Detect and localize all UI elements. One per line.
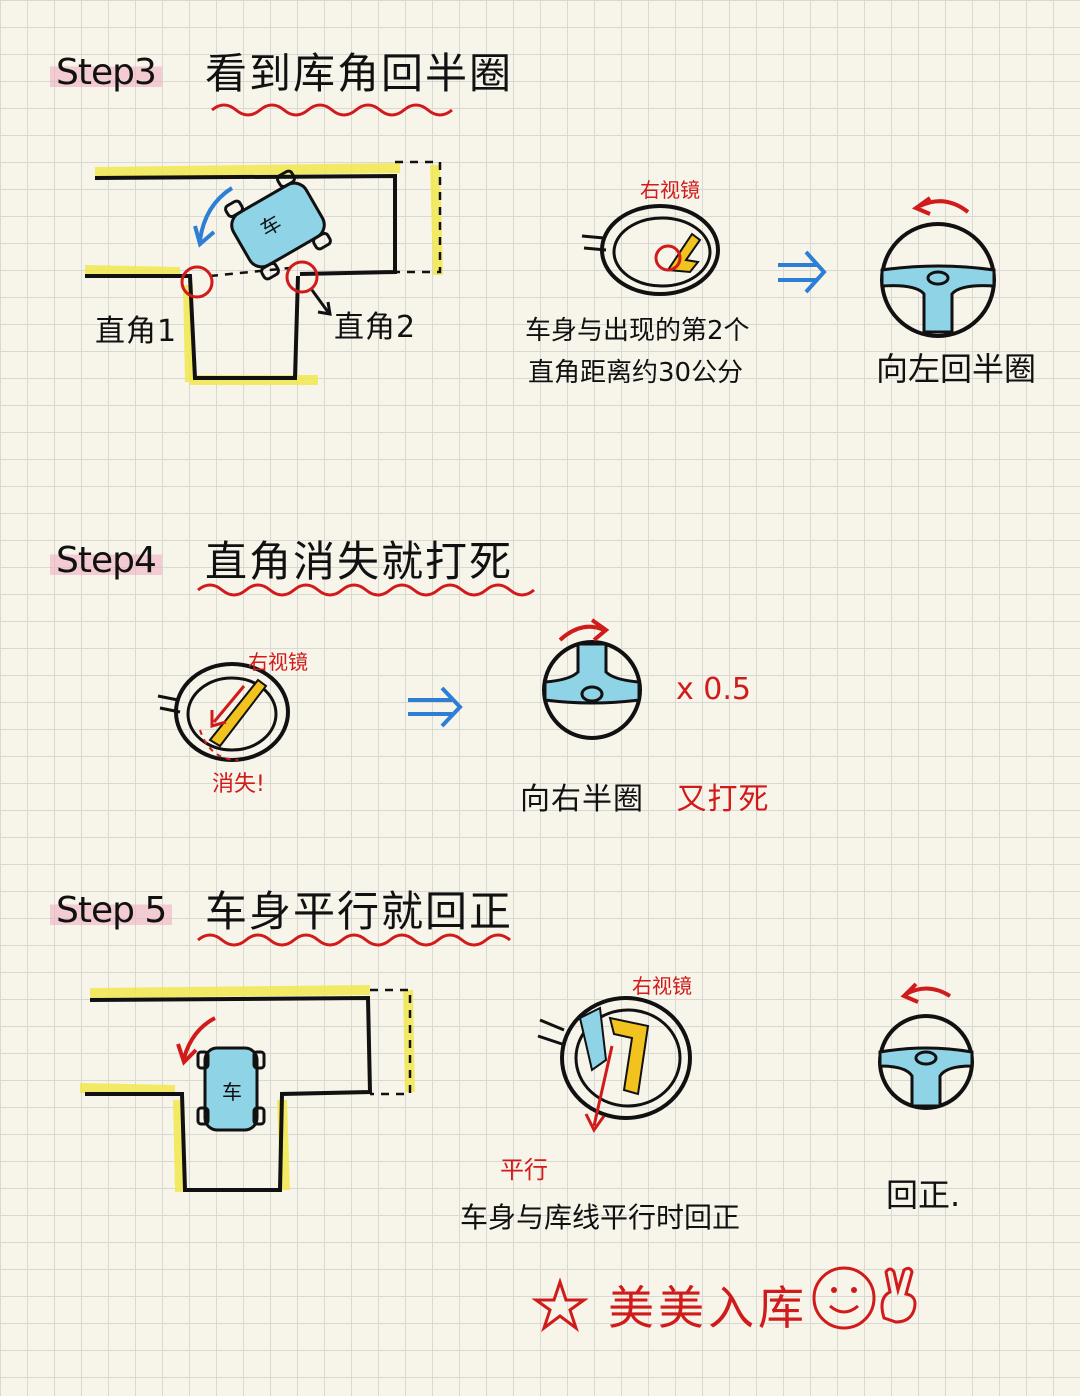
- corner2-label: 直角2: [334, 310, 417, 345]
- step4-vanish-label: 消失!: [212, 772, 265, 797]
- footer-smiley-icon: [812, 1266, 876, 1330]
- step3-mirror-label: 右视镜: [640, 178, 700, 202]
- step4-mirror-label: 右视镜: [248, 650, 308, 674]
- step3-title-underline: [211, 103, 453, 117]
- step4-caption-red: 又打死: [676, 782, 770, 817]
- step5-parallel-label: 平行: [500, 1156, 548, 1184]
- footer-star-icon: [531, 1277, 589, 1333]
- step4-multiplier: x 0.5: [676, 672, 751, 707]
- step4-wheel: [542, 618, 642, 740]
- footer-text: 美美入库: [608, 1281, 808, 1335]
- step3-wheel: [880, 196, 996, 338]
- footer-peace-hand-icon: [880, 1266, 917, 1324]
- step3-mirror-caption-line2: 直角距离约30公分: [528, 358, 744, 388]
- step5-parking-diagram: [79, 985, 415, 1193]
- step4-title-underline: [197, 583, 535, 597]
- step4-caption-black: 向右半圈: [520, 782, 644, 817]
- step5-mirror: [537, 996, 692, 1133]
- step3-parking-diagram: [84, 160, 443, 385]
- step5-label: Step 5: [50, 890, 173, 931]
- step4-mirror: [157, 662, 290, 762]
- step5-car: [196, 1046, 266, 1132]
- step4-label: Step4: [50, 540, 162, 581]
- step3-mirror-caption-line1: 车身与出现的第2个: [525, 316, 750, 346]
- step4-title: 直角消失就打死: [205, 537, 514, 586]
- step3-mirror: [581, 204, 720, 296]
- step5-car-label: 车: [222, 1080, 242, 1104]
- step4-arrow: [408, 686, 463, 728]
- step5-wheel-caption: 回正.: [886, 1176, 961, 1214]
- step5-title-underline: [197, 933, 511, 947]
- step3-car: [224, 169, 332, 281]
- step4-caption: 向右半圈 又打死: [520, 774, 770, 818]
- step3-arrow: [778, 250, 827, 294]
- step3-title: 看到库角回半圈: [205, 49, 514, 98]
- step3-label: Step3: [50, 52, 162, 93]
- step5-title: 车身平行就回正: [205, 887, 514, 936]
- step5-wheel: [878, 982, 974, 1110]
- corner1-label: 直角1: [95, 314, 178, 349]
- step3-wheel-caption: 向左回半圈: [876, 350, 1037, 388]
- step5-mirror-label: 右视镜: [632, 974, 692, 998]
- step5-mirror-caption: 车身与库线平行时回正: [460, 1201, 741, 1234]
